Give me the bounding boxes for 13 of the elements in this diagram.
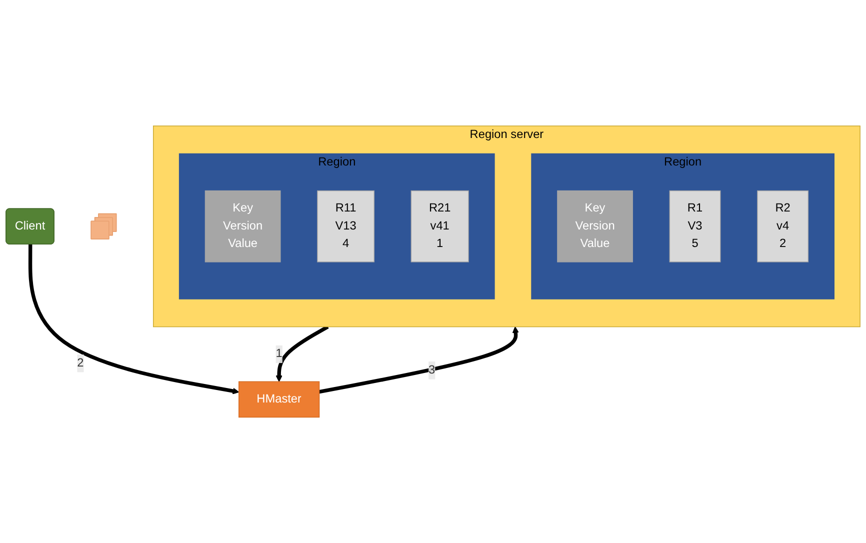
arrow — [318, 326, 519, 394]
node-box: Key Version Value — [557, 190, 633, 262]
node-box: R1 V3 5 — [669, 190, 721, 262]
arrow — [28, 244, 240, 394]
node-box: Key Version Value — [204, 190, 281, 262]
node-box: HMaster — [238, 381, 320, 418]
node-box: R11 V13 4 — [317, 190, 374, 262]
edge-label: 3 — [428, 364, 436, 376]
arrow — [276, 325, 329, 382]
node-box: R21 v41 1 — [410, 190, 469, 262]
edge-label: 2 — [77, 356, 84, 370]
node-box: R2 v4 2 — [757, 190, 809, 262]
edge-label: 1 — [276, 347, 282, 360]
